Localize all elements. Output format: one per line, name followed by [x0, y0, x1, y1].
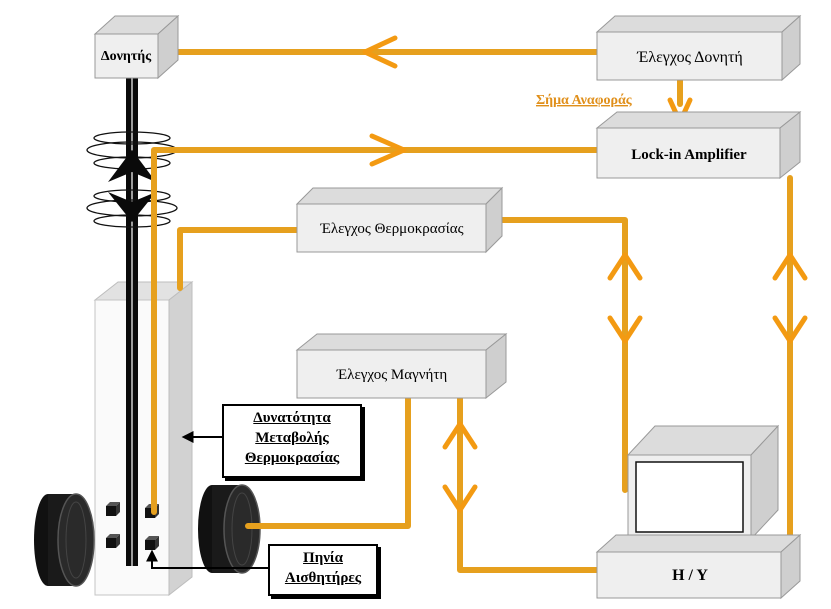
temperature-control-label: Έλεγχος Θερμοκρασίας — [319, 221, 463, 237]
note-line-1: Δυνατότητα — [253, 410, 331, 426]
magnet-right — [198, 484, 261, 574]
note-line-3: Θερμοκρασίας — [244, 450, 340, 466]
sample-chamber — [93, 280, 194, 597]
vibrator-label: Δονητής — [101, 49, 152, 64]
reference-signal-label: Σήμα Αναφοράς — [536, 93, 633, 108]
vibrator-control-label: Έλεγχος Δονητή — [636, 49, 743, 66]
lockin-box: Lock-in Amplifier — [595, 110, 802, 180]
signal-lines — [151, 49, 793, 573]
magnet-control-box: Έλεγχος Μαγνήτη — [295, 332, 508, 400]
sensor-coils-note: Πηνία Αισθητήρες — [268, 544, 378, 596]
note-line-2: Αισθητήρες — [284, 570, 362, 586]
note-line-1: Πηνία — [303, 550, 343, 566]
vibrator-box: Δονητής — [93, 14, 180, 80]
temperature-control-box: Έλεγχος Θερμοκρασίας — [295, 186, 504, 254]
temperature-variation-note: Δυνατότητα Μεταβολής Θερμοκρασίας — [222, 404, 362, 478]
sensor-coils — [106, 502, 159, 550]
magnet-left — [34, 493, 95, 587]
computer-label: H / Y — [672, 567, 708, 584]
note-pointers — [146, 431, 268, 569]
vibrator-control-box: Έλεγχος Δονητή — [595, 14, 802, 82]
vibration-arrow — [108, 150, 156, 222]
note-line-2: Μεταβολής — [255, 430, 329, 446]
computer: H / Y — [595, 424, 802, 600]
magnet-control-label: Έλεγχος Μαγνήτη — [336, 367, 448, 383]
lockin-label: Lock-in Amplifier — [631, 147, 747, 163]
